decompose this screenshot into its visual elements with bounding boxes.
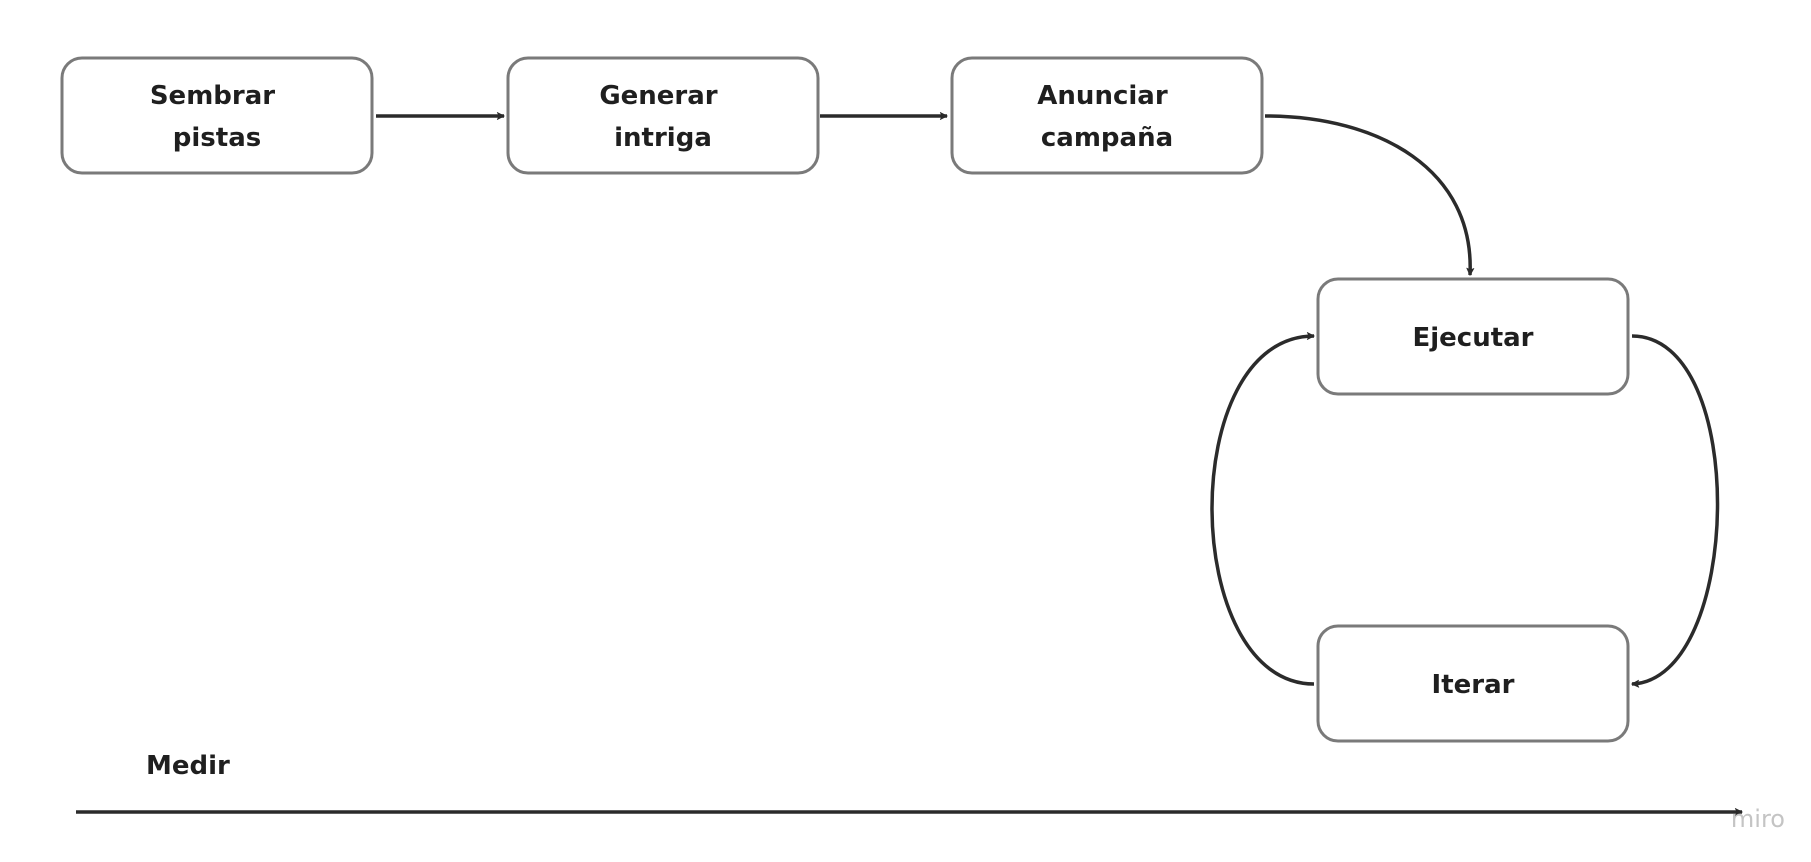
node-generar-intriga-label: Generar intriga — [599, 81, 726, 153]
node-sembrar-pistas[interactable]: Sembrar pistas — [60, 56, 374, 175]
node-anunciar-campana-label: Anunciar campaña — [1037, 81, 1176, 153]
edge-iterar-to-ejecutar[interactable] — [1210, 332, 1315, 686]
timeline: Medir — [76, 751, 1743, 816]
node-generar-intriga[interactable]: Generar intriga — [506, 56, 820, 175]
node-ejecutar[interactable]: Ejecutar — [1316, 277, 1630, 396]
node-iterar[interactable]: Iterar — [1316, 624, 1630, 743]
node-anunciar-campana-line-1: Anunciar — [1037, 81, 1168, 111]
node-ejecutar-label: Ejecutar — [1412, 323, 1533, 353]
node-ejecutar-line-1: Ejecutar — [1412, 323, 1533, 353]
node-iterar-box — [1316, 624, 1630, 743]
node-sembrar-pistas-box — [60, 56, 374, 175]
miro-watermark: miro — [1731, 805, 1785, 833]
node-anunciar-campana-line-2: campaña — [1041, 123, 1173, 153]
node-anunciar-campana[interactable]: Anunciar campaña — [950, 56, 1264, 175]
node-generar-intriga-box — [506, 56, 820, 175]
node-sembrar-pistas-line-2: pistas — [173, 123, 261, 153]
node-sembrar-pistas-line-1: Sembrar — [150, 81, 275, 111]
edge-anunciar-campana-to-ejecutar[interactable] — [1264, 114, 1475, 276]
timeline-label: Medir — [146, 751, 230, 781]
edges — [376, 112, 1720, 688]
node-ejecutar-box — [1316, 277, 1630, 396]
node-iterar-line-1: Iterar — [1432, 670, 1515, 700]
node-iterar-label: Iterar — [1432, 670, 1515, 700]
node-anunciar-campana-box — [950, 56, 1264, 175]
node-generar-intriga-line-1: Generar — [599, 81, 717, 111]
edge-ejecutar-to-iterar[interactable] — [1631, 334, 1720, 688]
node-generar-intriga-line-2: intriga — [614, 123, 712, 153]
node-sembrar-pistas-label: Sembrar pistas — [150, 81, 284, 153]
